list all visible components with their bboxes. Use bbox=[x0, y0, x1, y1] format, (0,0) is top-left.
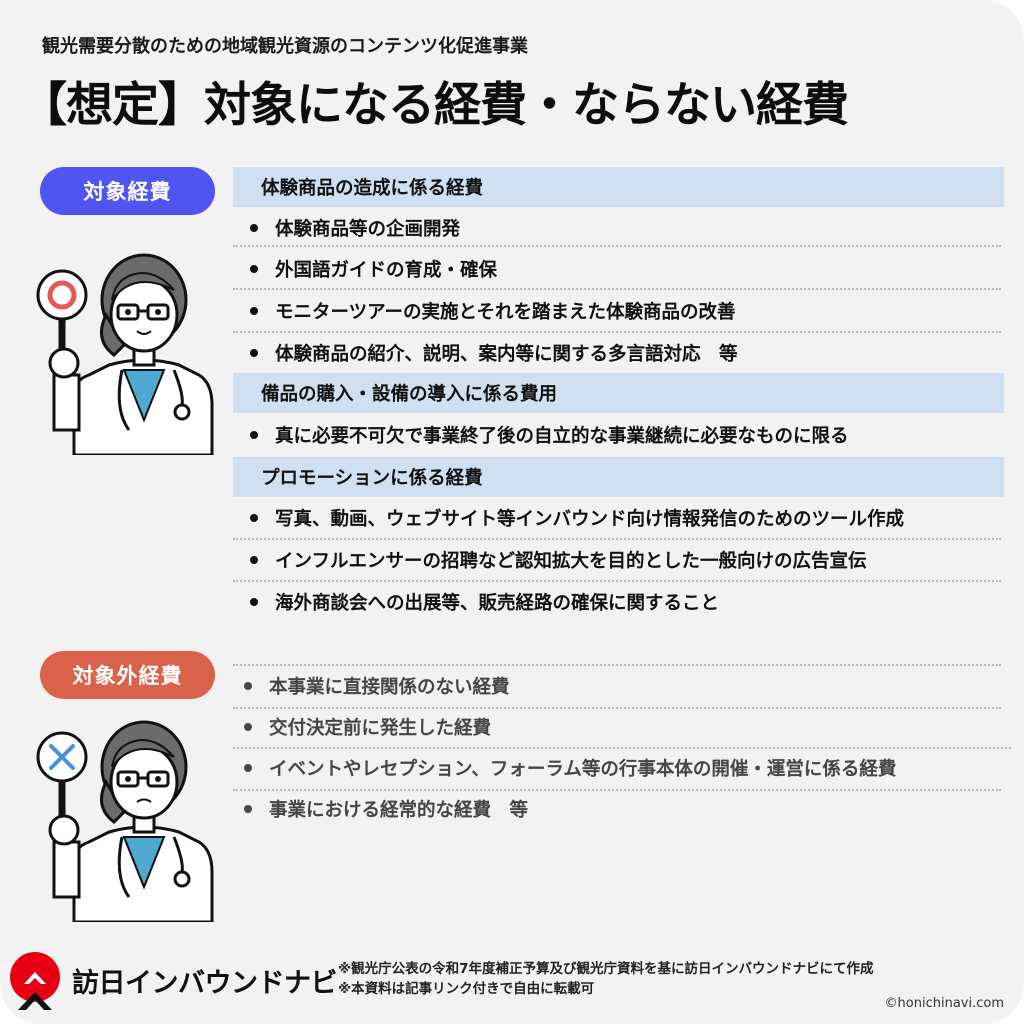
list-item: 写真、動画、ウェブサイト等インバウンド向け情報発信のためのツール作成 bbox=[246, 497, 1004, 538]
list-item-text: 本事業に直接関係のない経費 bbox=[269, 676, 510, 698]
section-heading: 備品の購入・設備の導入に係る費用 bbox=[233, 373, 1004, 413]
bullet-icon bbox=[250, 597, 258, 606]
dotted-divider bbox=[233, 747, 1011, 749]
copyright: ©honichinavi.com bbox=[884, 996, 1004, 1011]
list-item: インフルエンサーの招聘など認知拡大を目的とした一般向けの広告宣伝 bbox=[246, 539, 1004, 580]
brand-name: 訪日インバウンドナビ bbox=[72, 968, 338, 999]
dotted-divider bbox=[233, 580, 1001, 582]
bullet-icon bbox=[250, 223, 258, 232]
list-item: イベントやレセプション、フォーラム等の行事本体の開催・運営に係る経費 bbox=[240, 747, 998, 788]
bullet-icon bbox=[250, 264, 258, 273]
section-heading-text: 体験商品の造成に係る経費 bbox=[261, 178, 484, 199]
list-item: モニターツアーの実施とそれを踏まえた体験商品の改善 bbox=[246, 290, 1004, 331]
section-heading-text: プロモーションに係る経費 bbox=[261, 468, 483, 489]
list-item: 体験商品等の企画開発 bbox=[246, 207, 1004, 248]
dotted-divider bbox=[233, 288, 1001, 290]
dotted-divider bbox=[233, 707, 1001, 709]
bullet-icon bbox=[250, 513, 258, 522]
dotted-divider bbox=[233, 664, 1001, 666]
doctor-maru-illustration-icon bbox=[36, 253, 214, 455]
dotted-divider bbox=[233, 789, 1001, 791]
bullet-icon bbox=[250, 555, 258, 564]
page-title: 【想定】対象になる経費・ならない経費 bbox=[20, 78, 849, 133]
list-item-text: 海外商談会への出展等、販売経路の確保に関すること bbox=[275, 592, 720, 614]
section-heading: 体験商品の造成に係る経費 bbox=[233, 167, 1004, 207]
reprint-note: ※本資料は記事リンク付きで自由に転載可 bbox=[338, 981, 595, 997]
list-item-text: 交付決定前に発生した経費 bbox=[269, 717, 492, 739]
subtitle: 観光需要分散のための地域観光資源のコンテンツ化促進事業 bbox=[42, 36, 528, 57]
bullet-icon bbox=[244, 681, 252, 690]
dotted-divider bbox=[233, 538, 1001, 540]
list-item: 体験商品の紹介、説明、案内等に関する多言語対応 等 bbox=[246, 332, 1004, 373]
list-item: 事業における経常的な経費 等 bbox=[240, 788, 998, 829]
bullet-icon bbox=[244, 763, 252, 772]
dotted-divider bbox=[233, 245, 1001, 247]
ineligible-badge-label: 対象外経費 bbox=[72, 664, 183, 688]
source-note: ※観光庁公表の令和7年度補正予算及び観光庁資料を基に訪日インバウンドナビにて作成 bbox=[338, 961, 874, 977]
eligible-badge-label: 対象経費 bbox=[83, 180, 172, 204]
bullet-icon bbox=[250, 306, 258, 315]
bullet-icon bbox=[250, 348, 258, 357]
list-item: 本事業に直接関係のない経費 bbox=[240, 665, 998, 706]
list-item-text: 体験商品の紹介、説明、案内等に関する多言語対応 等 bbox=[275, 343, 738, 365]
list-item-text: 写真、動画、ウェブサイト等インバウンド向け情報発信のためのツール作成 bbox=[275, 508, 905, 530]
list-item-text: 外国語ガイドの育成・確保 bbox=[275, 259, 498, 281]
bullet-icon bbox=[250, 430, 258, 439]
ineligible-badge: 対象外経費 bbox=[40, 651, 215, 699]
list-item-text: 真に必要不可欠で事業終了後の自立的な事業継続に必要なものに限る bbox=[275, 425, 849, 447]
section-heading-text: 備品の購入・設備の導入に係る費用 bbox=[261, 384, 558, 405]
list-item: 真に必要不可欠で事業終了後の自立的な事業継続に必要なものに限る bbox=[246, 414, 1004, 455]
list-item-text: 事業における経常的な経費 等 bbox=[269, 799, 529, 821]
list-item: 海外商談会への出展等、販売経路の確保に関すること bbox=[246, 581, 1004, 622]
eligible-badge: 対象経費 bbox=[40, 167, 215, 215]
list-item-text: インフルエンサーの招聘など認知拡大を目的とした一般向けの広告宣伝 bbox=[275, 550, 867, 572]
doctor-batsu-illustration-icon bbox=[36, 720, 214, 922]
list-item: 外国語ガイドの育成・確保 bbox=[246, 248, 1004, 289]
list-item: 交付決定前に発生した経費 bbox=[240, 706, 998, 747]
list-item-text: イベントやレセプション、フォーラム等の行事本体の開催・運営に係る経費 bbox=[269, 758, 897, 780]
list-item-text: モニターツアーの実施とそれを踏まえた体験商品の改善 bbox=[275, 301, 736, 323]
list-item-text: 体験商品等の企画開発 bbox=[275, 218, 461, 240]
bullet-icon bbox=[244, 722, 252, 731]
bullet-icon bbox=[244, 804, 252, 813]
dotted-divider bbox=[233, 331, 1001, 333]
honichi-navi-logo-icon bbox=[10, 952, 60, 1010]
section-heading: プロモーションに係る経費 bbox=[233, 457, 1004, 497]
